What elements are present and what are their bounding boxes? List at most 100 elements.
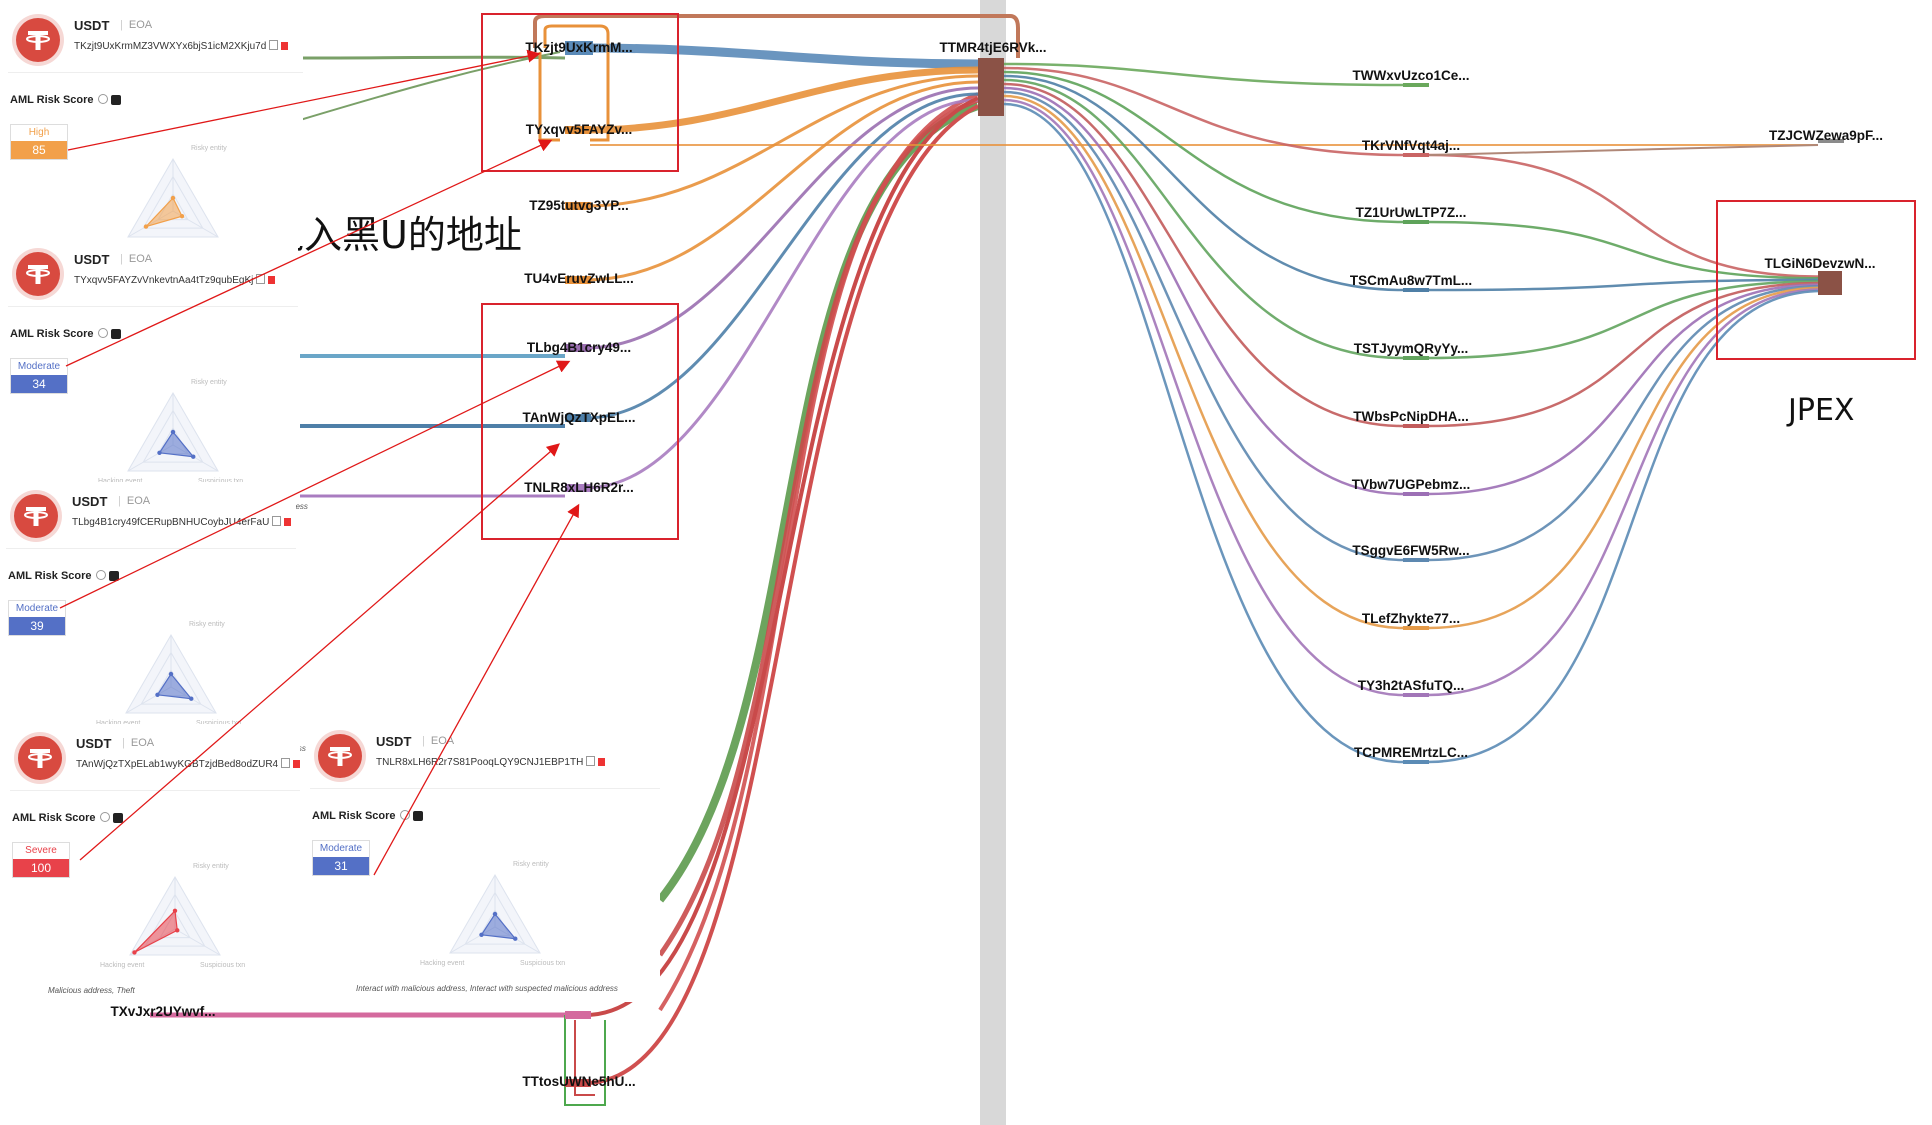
token-name: USDT: [74, 18, 110, 33]
jpex-node-label[interactable]: TLGiN6DevzwN...: [1764, 256, 1875, 271]
right-node: [1403, 693, 1429, 697]
info-icon[interactable]: [95, 570, 106, 580]
far-right-node: [1818, 139, 1844, 143]
right-node: [1403, 83, 1429, 87]
far-right-node-label[interactable]: TZJCWZewa9pF...: [1769, 128, 1883, 143]
highlight-box-jpex: [1716, 200, 1916, 360]
link-right-jpex: [1427, 153, 1823, 278]
link-loop: [564, 1015, 606, 1106]
flag-icon: [268, 276, 276, 284]
hub-node-label[interactable]: TTMR4tjE6RVk...: [939, 40, 1046, 55]
link-right: [1003, 90, 1404, 562]
link-tkrv-tzjc: [1429, 144, 1819, 156]
nodes: [565, 41, 1844, 1087]
link-bottom-bundle: [658, 92, 979, 1012]
right-node-label[interactable]: TWbsPcNipDHA...: [1353, 409, 1469, 424]
right-node: [1403, 424, 1429, 428]
left-node: [565, 484, 591, 492]
right-node-label[interactable]: TKrVNfVqt4aj...: [1362, 138, 1460, 153]
left-node: [565, 1079, 591, 1087]
right-node-label[interactable]: TWWxvUzco1Ce...: [1352, 68, 1469, 83]
logo-icon: [110, 329, 121, 339]
right-node-label[interactable]: TVbw7UGPebmz...: [1352, 477, 1471, 492]
left-node: [565, 202, 591, 210]
copy-icon[interactable]: [586, 756, 596, 766]
info-icon[interactable]: [97, 328, 108, 338]
radar-top-label: Risky entity: [191, 145, 227, 152]
risk-card: USDT |EOA TLbg4B1cry49fCERupBNHUCoybJU4erF…: [6, 482, 306, 753]
copy-icon[interactable]: [256, 274, 266, 284]
right-node-label[interactable]: TY3h2tASfuTQ...: [1358, 678, 1465, 693]
link-right-jpex: [1427, 278, 1823, 292]
left-node: [565, 276, 591, 284]
info-icon[interactable]: [399, 810, 410, 820]
right-node-label[interactable]: TCPMREMrtzLC...: [1354, 745, 1468, 760]
right-node-label[interactable]: TZ1UrUwLTP7Z...: [1356, 205, 1467, 220]
left-node-label[interactable]: TU4vEruvZwLL...: [524, 271, 634, 286]
link-right-jpex: [1427, 289, 1823, 764]
right-node-label[interactable]: TLefZhykte77...: [1362, 611, 1460, 626]
link-right-jpex: [1427, 283, 1823, 496]
link-right: [1003, 66, 1404, 157]
left-node-label[interactable]: TYxqvv5FAYZv...: [526, 122, 633, 137]
info-icon[interactable]: [99, 812, 110, 822]
left-node-label[interactable]: TLbg4B1cry49...: [527, 340, 631, 355]
radar-top-label: Risky entity: [513, 861, 549, 868]
usdt-tether-icon: [18, 736, 62, 780]
right-node: [1403, 626, 1429, 630]
address-type: |EOA: [120, 19, 153, 31]
wallet-address[interactable]: TLbg4B1cry49fCERupBNHUCoybJU4erFaU: [72, 516, 292, 528]
link-loop-top2: [543, 24, 610, 142]
wallet-address[interactable]: TAnWjQzTXpELab1wyKGBTzjdBed8odZUR4: [76, 758, 301, 770]
link-right-jpex: [1427, 286, 1823, 630]
flag-icon: [598, 758, 606, 766]
left-node-label[interactable]: TXvJxr2UYwvf...: [110, 1004, 215, 1019]
aml-risk-title: AML Risk Score: [8, 570, 119, 582]
wallet-address[interactable]: TNLR8xLH6R2r7S81PooqLQY9CNJ1EBP1TH: [376, 756, 606, 768]
right-node: [1403, 153, 1429, 157]
copy-icon[interactable]: [269, 40, 279, 50]
link-bottom-bundle: [656, 102, 980, 903]
logo-icon: [108, 571, 119, 581]
right-node-label[interactable]: TSTJyymQRyYy...: [1354, 341, 1469, 356]
logo-icon: [112, 813, 123, 823]
link-right: [1003, 74, 1404, 292]
link-right: [1003, 86, 1404, 496]
radar-top-label: Risky entity: [193, 863, 229, 870]
right-node: [1403, 220, 1429, 224]
left-node-label[interactable]: TTtosUWNe5hU...: [522, 1074, 635, 1089]
jpex-label: JPEX: [1786, 393, 1854, 428]
left-node-label[interactable]: TKzjt9UxKrmM...: [525, 40, 632, 55]
link-loop: [574, 1020, 595, 1096]
copy-icon[interactable]: [281, 758, 291, 768]
address-type: |EOA: [122, 737, 155, 749]
left-node-label[interactable]: TNLR8xLH6R2r...: [524, 480, 634, 495]
aml-risk-title: AML Risk Score: [12, 812, 123, 824]
right-node-label[interactable]: TSCmAu8w7TmL...: [1350, 273, 1472, 288]
wallet-address[interactable]: TYxqvv5FAYZvVnkevtnAa4tTz9qubEgKj: [74, 274, 276, 286]
right-node-label[interactable]: TSggvE6FW5Rw...: [1352, 543, 1469, 558]
link-left: [584, 66, 979, 134]
link-left: [584, 96, 979, 1017]
token-name: USDT: [76, 736, 112, 751]
logo-icon: [412, 811, 423, 821]
link-right-jpex: [1427, 284, 1823, 562]
link-left: [584, 104, 979, 1085]
wallet-address[interactable]: TKzjt9UxKrmMZ3VWXYx6bjS1icM2XKju7d: [74, 40, 289, 52]
links-left: [150, 14, 1818, 1106]
copy-icon[interactable]: [272, 516, 282, 526]
left-node-label[interactable]: TZ95tutvg3YP...: [529, 198, 629, 213]
link-left: [584, 86, 979, 350]
link-right-jpex: [1427, 281, 1823, 428]
usdt-tether-icon: [16, 18, 60, 62]
radar-left-label: Hacking event: [100, 962, 144, 969]
risk-radar-chart: Risky entity: [127, 145, 227, 238]
radar-top-label: Risky entity: [189, 621, 225, 628]
aml-risk-title: AML Risk Score: [312, 810, 423, 822]
left-node-label[interactable]: TAnWjQzTXpEL...: [523, 410, 636, 425]
info-icon[interactable]: [97, 94, 108, 104]
